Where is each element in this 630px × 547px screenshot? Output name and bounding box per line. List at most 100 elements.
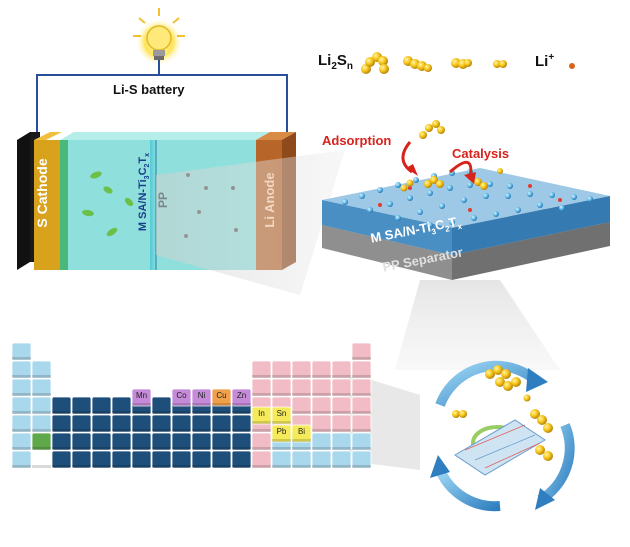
periodic-table-cell <box>331 378 352 397</box>
periodic-table-cell-shade <box>292 439 311 442</box>
periodic-table-cell-shade <box>272 447 291 450</box>
periodic-table-cell-shade <box>172 403 191 406</box>
separator-slab <box>322 120 610 280</box>
periodic-table-cell-shade <box>352 357 371 360</box>
li-ion-legend-label: Li+ <box>535 52 554 70</box>
li-ion-label: Li <box>535 53 549 70</box>
periodic-table-cell <box>331 414 352 433</box>
separator-label-main: M SA/N-Ti <box>137 179 149 232</box>
polysulfide-molecule-tiny <box>493 60 507 68</box>
periodic-table-cell-shade <box>132 411 151 414</box>
polysulfide-particles <box>82 171 134 237</box>
periodic-table-cell <box>91 414 112 433</box>
periodic-table-cell-shade <box>72 447 91 450</box>
periodic-table-cell <box>131 414 152 433</box>
floating-polysulfide <box>419 120 445 139</box>
periodic-table-cell <box>71 396 92 415</box>
periodic-table-cell-shade <box>292 411 311 414</box>
periodic-table-cell-shade <box>192 429 211 432</box>
periodic-table <box>11 342 372 469</box>
periodic-table-cell-shade <box>312 429 331 432</box>
periodic-table-cell <box>351 342 372 361</box>
periodic-table-cell <box>251 450 272 469</box>
periodic-table-cell <box>71 450 92 469</box>
periodic-table-cell <box>291 424 312 443</box>
periodic-table-cell <box>251 360 272 379</box>
periodic-table-cell-shade <box>332 411 351 414</box>
periodic-table-cell <box>11 342 32 361</box>
periodic-table-cell <box>351 378 372 397</box>
periodic-table-cell-shade <box>312 465 331 468</box>
periodic-table-cell <box>71 414 92 433</box>
periodic-table-cell <box>311 378 332 397</box>
separator-sub1: 3 <box>144 175 152 180</box>
periodic-table-cell <box>31 414 52 433</box>
periodic-table-cell <box>91 432 112 451</box>
periodic-table-cell-shade <box>352 465 371 468</box>
element-symbol-pb: Pb <box>276 427 287 436</box>
periodic-table-cell-shade <box>272 393 291 396</box>
periodic-table-cell <box>91 396 112 415</box>
periodic-table-cell-shade <box>332 465 351 468</box>
pp-label: PP <box>156 192 170 209</box>
periodic-table-cell-shade <box>332 375 351 378</box>
periodic-table-cell <box>211 388 232 407</box>
periodic-table-cell <box>191 432 212 451</box>
battery-label: Li-S battery <box>113 82 185 97</box>
periodic-table-cell <box>191 414 212 433</box>
periodic-table-cell-shade <box>212 465 231 468</box>
periodic-table-cell <box>251 378 272 397</box>
periodic-table-cell-shade <box>112 411 131 414</box>
periodic-table-cell-shade <box>352 393 371 396</box>
periodic-table-cell-shade <box>172 447 191 450</box>
periodic-table-cell-shade <box>332 429 351 432</box>
periodic-table-cell <box>311 396 332 415</box>
element-symbol-sn: Sn <box>276 409 287 418</box>
periodic-table-cell <box>111 450 132 469</box>
periodic-table-cell-shade <box>292 465 311 468</box>
catalysis-label: Catalysis <box>452 146 510 161</box>
separator-label-t: T <box>137 156 149 164</box>
periodic-table-cell-shade <box>312 447 331 450</box>
element-symbol-zn: Zn <box>236 391 247 400</box>
periodic-table-cell <box>51 414 72 433</box>
adsorption-label: Adsorption <box>322 133 392 148</box>
periodic-table-cell-shade <box>52 465 71 468</box>
periodic-table-cell <box>331 360 352 379</box>
periodic-table-cell <box>171 414 192 433</box>
periodic-table-cell-shade <box>192 447 211 450</box>
separator-label-c: C <box>137 167 149 176</box>
periodic-table-cell-shade <box>52 429 71 432</box>
li-ion-sup: + <box>548 52 555 63</box>
periodic-table-cell <box>171 388 192 407</box>
periodic-table-cell-shade <box>152 429 171 432</box>
periodic-table-cell-shade <box>272 439 291 442</box>
polysulfide-sub1: 2 <box>331 61 337 72</box>
periodic-table-cell-shade <box>172 429 191 432</box>
element-symbol-in: In <box>258 409 265 418</box>
periodic-table-cell <box>211 450 232 469</box>
anode-label: Li Anode <box>262 172 277 228</box>
periodic-table-cell-shade <box>232 403 251 406</box>
periodic-table-cell <box>111 432 132 451</box>
periodic-table-cell <box>11 414 32 433</box>
periodic-table-cell <box>211 432 232 451</box>
periodic-table-cell-shade <box>312 375 331 378</box>
periodic-table-cell <box>311 450 332 469</box>
periodic-table-cell-shade <box>132 403 151 406</box>
periodic-table-cell <box>31 396 52 415</box>
periodic-table-cell-shade <box>12 375 31 378</box>
periodic-table-cell-shade <box>252 421 271 424</box>
periodic-table-cell <box>171 432 192 451</box>
periodic-table-cell <box>11 396 32 415</box>
periodic-table-cell <box>111 396 132 415</box>
periodic-table-cell <box>231 432 252 451</box>
periodic-table-cell-shade <box>112 465 131 468</box>
periodic-table-cell-shade <box>212 411 231 414</box>
periodic-table-cell <box>31 378 52 397</box>
element-symbol-mn: Mn <box>135 391 148 400</box>
periodic-table-cell-shade <box>172 465 191 468</box>
periodic-table-cell-shade <box>132 465 151 468</box>
periodic-table-cell-shade <box>32 375 51 378</box>
